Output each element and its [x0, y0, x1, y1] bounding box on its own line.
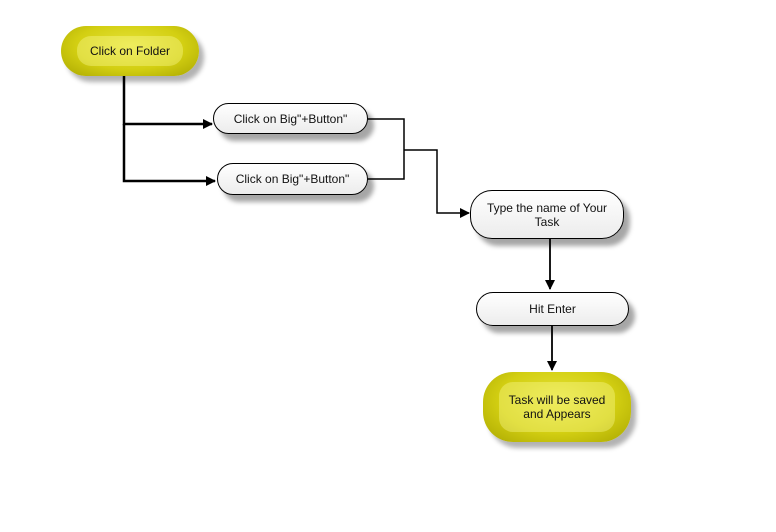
node-task-saved: Task will be saved and Appears — [483, 372, 631, 442]
connector-folder-to-button-1 — [122, 76, 213, 129]
node-label: Click on Folder — [89, 44, 171, 58]
node-label: Hit Enter — [529, 302, 576, 316]
node-highlight — [499, 382, 615, 432]
connector-button-1-merge — [368, 118, 405, 180]
node-label: Click on Big"+Button" — [235, 172, 350, 186]
node-click-big-button-2: Click on Big"+Button" — [217, 163, 368, 195]
node-label: Type the name of Your Task — [486, 200, 608, 229]
node-type-task-name: Type the name of Your Task — [470, 190, 624, 239]
node-label: Task will be saved and Appears — [508, 393, 606, 421]
node-hit-enter: Hit Enter — [476, 292, 629, 326]
node-label: Click on Big"+Button" — [233, 111, 348, 126]
connector-merge-to-type-name — [404, 149, 470, 218]
node-highlight — [77, 36, 183, 66]
connector-folder-to-button-2 — [122, 124, 216, 186]
node-click-big-button-1: Click on Big"+Button" — [213, 103, 368, 134]
node-click-on-folder: Click on Folder — [61, 26, 199, 76]
